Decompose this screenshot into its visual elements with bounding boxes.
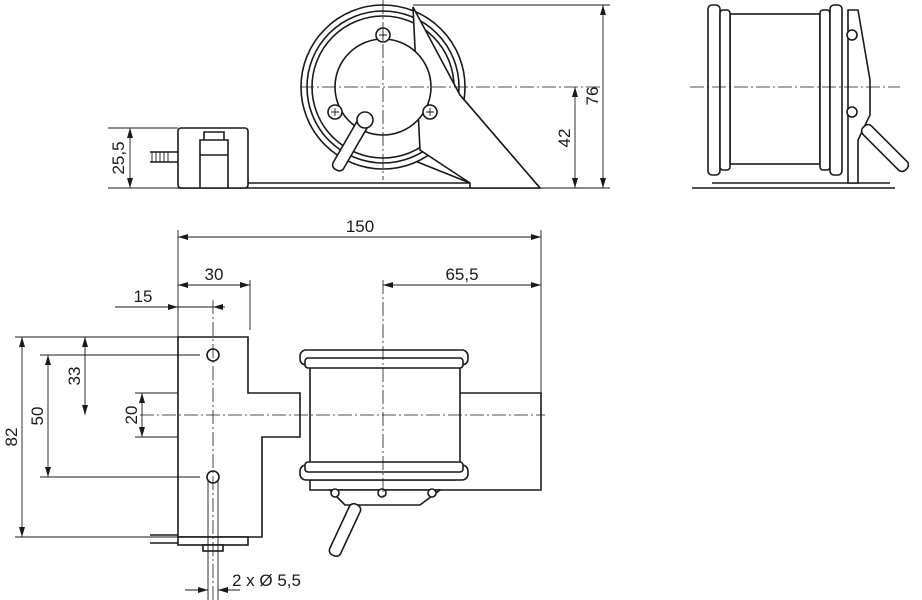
top-view bbox=[140, 280, 545, 600]
dim-height-base: 25,5 bbox=[109, 141, 128, 174]
side-view bbox=[150, 0, 600, 189]
dim-length-total: 150 bbox=[346, 217, 374, 236]
dim-arm-width: 20 bbox=[122, 406, 141, 425]
dim-height-total: 76 bbox=[583, 87, 602, 106]
dim-hole-spacing: 50 bbox=[28, 407, 47, 426]
lever bbox=[328, 502, 362, 558]
dim-axis-offset: 65,5 bbox=[445, 265, 478, 284]
dim-depth-total: 82 bbox=[2, 428, 21, 447]
dim-height-axis: 42 bbox=[555, 129, 574, 148]
dim-bracket-width: 30 bbox=[205, 265, 224, 284]
connector-block bbox=[177, 127, 249, 189]
lever bbox=[860, 123, 910, 173]
dim-axis-depth: 33 bbox=[65, 367, 84, 386]
side-view-dimensions: 76 42 25,5 bbox=[108, 4, 610, 189]
cylinder-body bbox=[729, 13, 821, 165]
dim-hole-offset: 15 bbox=[134, 287, 153, 306]
mounting-bracket bbox=[412, 6, 542, 189]
dim-holes: 2 x Ø 5,5 bbox=[232, 571, 301, 590]
top-view-dimensions: 150 30 15 65,5 82 50 33 20 2 x Ø 5,5 bbox=[2, 217, 542, 593]
front-view bbox=[690, 4, 910, 189]
base-bracket bbox=[177, 336, 301, 538]
